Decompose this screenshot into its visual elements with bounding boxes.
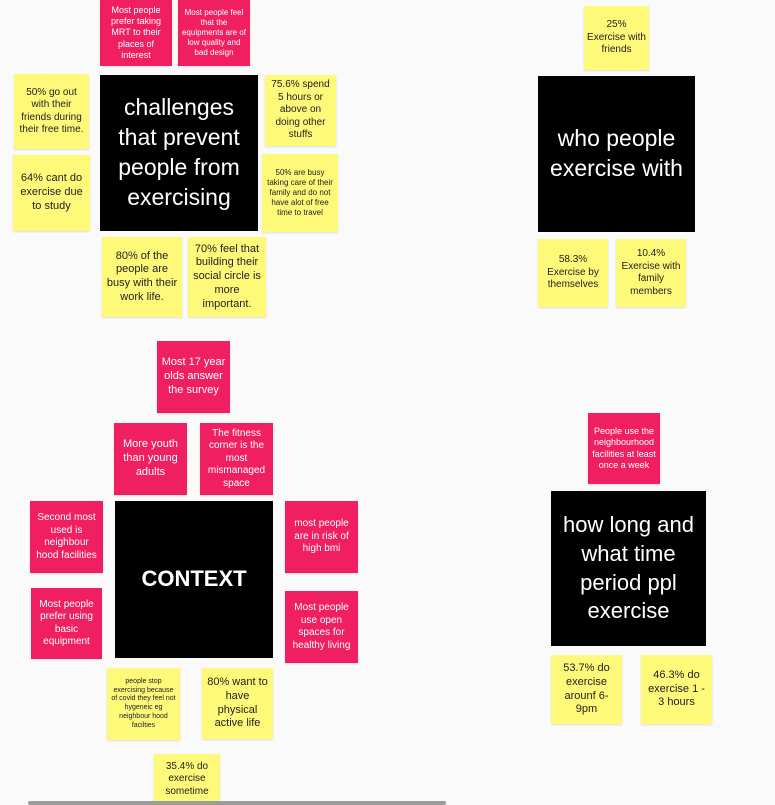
sticky-note[interactable]: 46.3% do exercise 1 - 3 hours	[641, 655, 712, 724]
cluster-title[interactable]: CONTEXT	[115, 501, 273, 658]
sticky-note[interactable]: 75.6% spend 5 hours or above on doing ot…	[265, 75, 336, 146]
sticky-note[interactable]: Most people feel that the equipments are…	[178, 0, 250, 66]
sticky-note[interactable]: Most people use open spaces for healthy …	[285, 591, 358, 663]
cluster-title[interactable]: who people exercise with	[538, 76, 695, 232]
sticky-note[interactable]: 58.3% Exercise by themselves	[538, 239, 608, 307]
sticky-note[interactable]: 50% are busy taking care of their family…	[262, 154, 338, 232]
sticky-note[interactable]: 53.7% do exercise arounf 6-9pm	[551, 655, 622, 724]
sticky-note[interactable]: 70% feel that building their social circ…	[188, 237, 266, 317]
cluster-title[interactable]: how long and what time period ppl exerci…	[551, 491, 706, 646]
sticky-note[interactable]: 80% want to have physical active life	[202, 668, 273, 739]
sticky-note[interactable]: Second most used is neighbour hood facil…	[30, 501, 103, 573]
sticky-note[interactable]: 10.4% Exercise with family members	[616, 239, 686, 307]
sticky-note[interactable]: 35.4% do exercise sometime	[154, 754, 220, 805]
sticky-note[interactable]: Most 17 year olds answer the survey	[157, 341, 230, 413]
sticky-note[interactable]: 50% go out with their friends during the…	[14, 74, 89, 149]
sticky-note[interactable]: 64% cant do exercise due to study	[13, 155, 90, 231]
horizontal-scrollbar[interactable]	[28, 801, 446, 805]
sticky-note[interactable]: Most people prefer taking MRT to their p…	[100, 0, 172, 66]
sticky-note[interactable]: 80% of the people are busy with their wo…	[102, 237, 182, 317]
sticky-note[interactable]: 25% Exercise with friends	[584, 6, 649, 70]
sticky-note[interactable]: most people are in risk of high bmi	[285, 501, 358, 573]
sticky-note[interactable]: The fitness corner is the most mismanage…	[200, 423, 273, 495]
sticky-note[interactable]: More youth than young adults	[114, 423, 187, 495]
sticky-note[interactable]: People use the neighbourhood facilities …	[588, 413, 660, 484]
sticky-note[interactable]: Most people prefer using basic equipment	[31, 588, 102, 659]
cluster-title[interactable]: challenges that prevent people from exer…	[100, 75, 258, 231]
sticky-note[interactable]: people stop exercising because of covid …	[107, 668, 180, 740]
